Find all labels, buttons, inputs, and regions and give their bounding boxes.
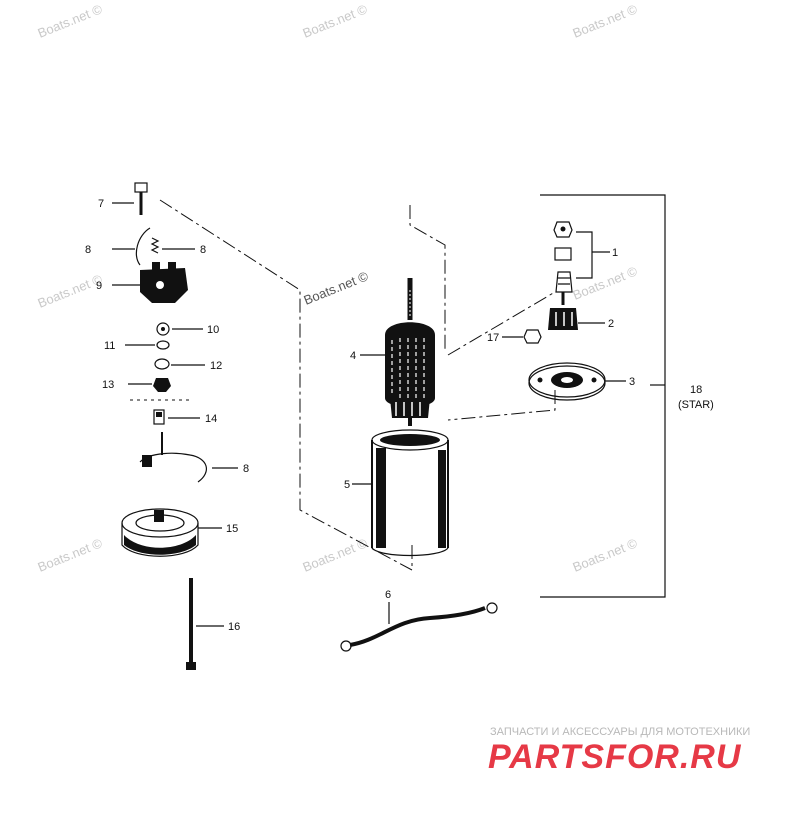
- brand-block: ЗАПЧАСТИ И АКСЕССУАРЫ ДЛЯ МОТОТЕХНИКИ PA…: [488, 726, 750, 776]
- kit-bracket: [540, 194, 666, 598]
- part-17-nut: [523, 329, 542, 344]
- callout-16: 16: [228, 621, 240, 633]
- callout-4: 4: [350, 350, 356, 362]
- callout-8: 8: [200, 244, 206, 256]
- part-12-washer: [154, 358, 170, 370]
- part-11-washer: [156, 340, 170, 350]
- part-2-terminal-stud: [548, 292, 578, 330]
- alignment-lines: [159, 199, 556, 571]
- callout-10: 10: [207, 324, 219, 336]
- callout-12: 12: [210, 360, 222, 372]
- part-4-armature: [385, 278, 435, 426]
- watermark: Boats.net ©: [571, 263, 640, 303]
- brand-logo: PARTSFOR.RU: [488, 738, 742, 776]
- part-3-end-plate: [528, 362, 606, 401]
- part-6-cable: [340, 602, 498, 652]
- callout-2: 2: [608, 318, 614, 330]
- callout-8: 8: [85, 244, 91, 256]
- callout-9: 9: [96, 280, 102, 292]
- watermark: Boats.net ©: [301, 1, 370, 41]
- part-10-nut: [156, 322, 170, 336]
- watermark-layer: Boats.net © Boats.net © Boats.net © Boat…: [36, 1, 640, 575]
- watermark: Boats.net ©: [571, 535, 640, 575]
- watermark: Boats.net ©: [36, 1, 105, 41]
- watermark-main: Boats.net ©: [302, 268, 371, 308]
- part-1-nut-set: [553, 221, 573, 293]
- brand-tagline: ЗАПЧАСТИ И АКСЕССУАРЫ ДЛЯ МОТОТЕХНИКИ: [490, 726, 750, 738]
- callout-7: 7: [98, 198, 104, 210]
- part-7-screw: [134, 182, 148, 215]
- part-13-nut: [153, 378, 171, 392]
- callout-1: 1: [612, 247, 618, 259]
- part-15-end-cap: [121, 508, 199, 557]
- part-14-insulator: [153, 409, 165, 425]
- part-16-through-bolt: [186, 578, 196, 670]
- alignment-line-right: [447, 291, 556, 356]
- watermark: Boats.net ©: [301, 535, 370, 575]
- callout-18-sub: (STAR): [678, 399, 714, 411]
- callout-17: 17: [487, 332, 499, 344]
- callout-5: 5: [344, 479, 350, 491]
- callout-11: 11: [104, 340, 115, 352]
- callout-15: 15: [226, 523, 238, 535]
- alignment-line-armature: [409, 205, 446, 350]
- watermark: Boats.net ©: [36, 271, 105, 311]
- part-9-brush-holder: [140, 262, 188, 303]
- callout-13: 13: [102, 379, 114, 391]
- alignment-line-left: [159, 199, 413, 571]
- watermark: Boats.net ©: [36, 535, 105, 575]
- watermark: Boats.net ©: [571, 1, 640, 41]
- part-8-brush-spring: [135, 227, 160, 266]
- callout-18: 18: [690, 384, 702, 396]
- callout-6: 6: [385, 589, 391, 601]
- part-8-terminal-lead: [139, 432, 207, 483]
- callout-8: 8: [243, 463, 249, 475]
- callout-3: 3: [629, 376, 635, 388]
- part-5-frame: [371, 429, 449, 557]
- callout-bracket: [576, 231, 593, 279]
- callout-14: 14: [205, 413, 217, 425]
